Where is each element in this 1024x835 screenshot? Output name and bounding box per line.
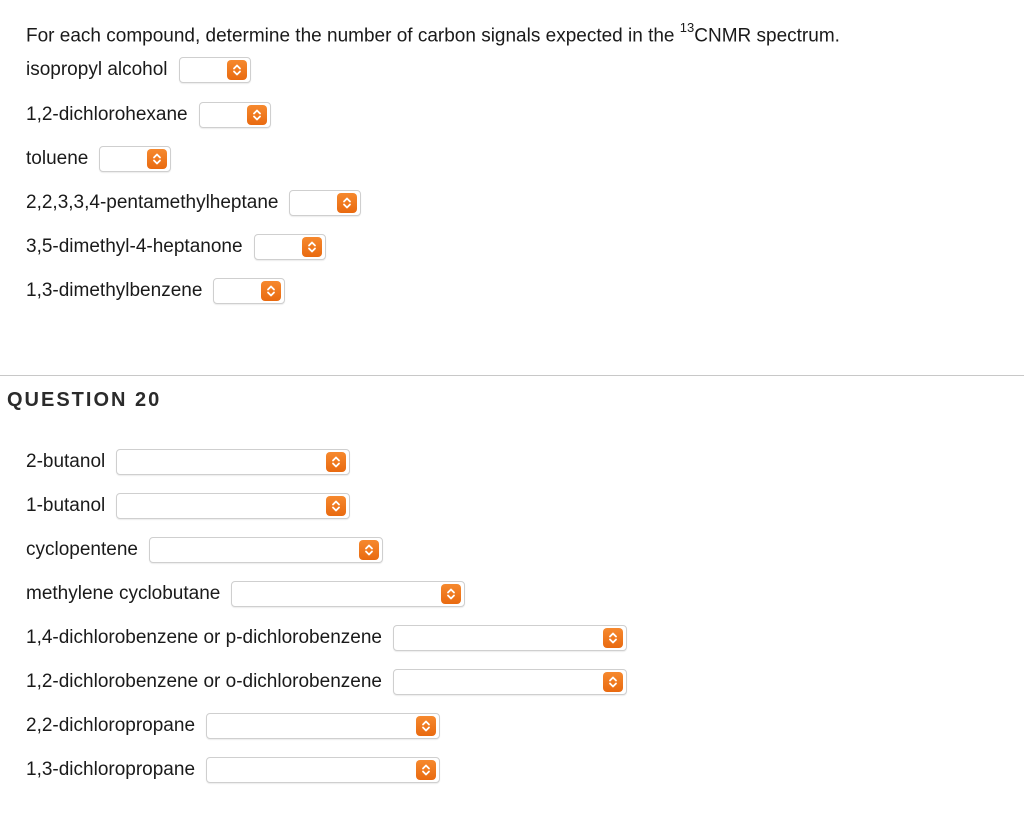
up-down-chevron-icon[interactable] [602,672,623,692]
signal-count-select[interactable] [392,625,627,651]
compound-label: 1,3-dimethylbenzene [26,280,203,301]
compound-label: 2,2,3,3,4-pentamethylheptane [26,192,279,213]
compound-label: 1,3-dichloropropane [26,759,196,780]
q19-row-isopropyl-alcohol: isopropyl alcohol [26,55,251,85]
question-title: QUESTION 20 [7,389,162,411]
up-down-chevron-icon[interactable] [261,281,282,301]
signal-count-select[interactable] [392,669,627,695]
up-down-chevron-icon[interactable] [441,584,462,604]
q20-row-2-butanol: 2-butanol [26,447,351,477]
up-down-chevron-icon[interactable] [337,193,358,213]
up-down-chevron-icon[interactable] [358,540,379,560]
up-down-chevron-icon[interactable] [226,60,247,80]
compound-label: 2,2-dichloropropane [26,715,196,736]
q20-row-1-3-dichloropropane: 1,3-dichloropropane [26,755,441,785]
compound-label: 3,5-dimethyl-4-heptanone [26,236,243,257]
compound-label: 2-butanol [26,451,106,472]
up-down-chevron-icon[interactable] [301,237,322,257]
compound-label: cyclopentene [26,539,138,560]
signal-count-select[interactable] [116,493,351,519]
up-down-chevron-icon[interactable] [147,149,168,169]
compound-label: 1,2-dichlorohexane [26,104,188,125]
q19-row-pentamethylheptane: 2,2,3,3,4-pentamethylheptane [26,188,362,218]
q19-row-1-2-dichlorohexane: 1,2-dichlorohexane [26,100,271,130]
q20-row-1-butanol: 1-butanol [26,491,351,521]
q20-row-2-2-dichloropropane: 2,2-dichloropropane [26,711,441,741]
q19-row-toluene: toluene [26,144,172,174]
compound-label: isopropyl alcohol [26,59,168,80]
question-prompt: For each compound, determine the number … [26,20,840,47]
q19-row-dimethyl-heptanone: 3,5-dimethyl-4-heptanone [26,232,326,262]
q20-row-methylene-cyclobutane: methylene cyclobutane [26,579,466,609]
compound-label: 1-butanol [26,495,106,516]
signal-count-select[interactable] [231,581,466,607]
compound-label: methylene cyclobutane [26,583,221,604]
prompt-superscript: 13 [679,20,695,35]
signal-count-select[interactable] [116,449,351,475]
up-down-chevron-icon[interactable] [326,452,347,472]
signal-count-select[interactable] [213,278,286,304]
signal-count-select[interactable] [178,57,251,83]
up-down-chevron-icon[interactable] [246,105,267,125]
signal-count-select[interactable] [289,190,362,216]
q20-row-1-4-dichlorobenzene: 1,4-dichlorobenzene or p-dichlorobenzene [26,623,627,653]
compound-label: 1,4-dichlorobenzene or p-dichlorobenzene [26,627,382,648]
up-down-chevron-icon[interactable] [326,496,347,516]
q20-row-cyclopentene: cyclopentene [26,535,383,565]
q19-row-dimethylbenzene: 1,3-dimethylbenzene [26,276,286,306]
signal-count-select[interactable] [198,102,271,128]
signal-count-select[interactable] [99,146,172,172]
signal-count-select[interactable] [206,757,441,783]
up-down-chevron-icon[interactable] [416,716,437,736]
compound-label: 1,2-dichlorobenzene or o-dichlorobenzene [26,671,382,692]
prompt-text: For each compound, determine the number … [26,25,680,47]
up-down-chevron-icon[interactable] [602,628,623,648]
prompt-text-suffix: CNMR spectrum. [694,25,840,47]
up-down-chevron-icon[interactable] [416,760,437,780]
q20-row-1-2-dichlorobenzene: 1,2-dichlorobenzene or o-dichlorobenzene [26,667,627,697]
signal-count-select[interactable] [206,713,441,739]
signal-count-select[interactable] [148,537,383,563]
compound-label: toluene [26,148,89,169]
section-divider [0,375,1024,376]
signal-count-select[interactable] [253,234,326,260]
